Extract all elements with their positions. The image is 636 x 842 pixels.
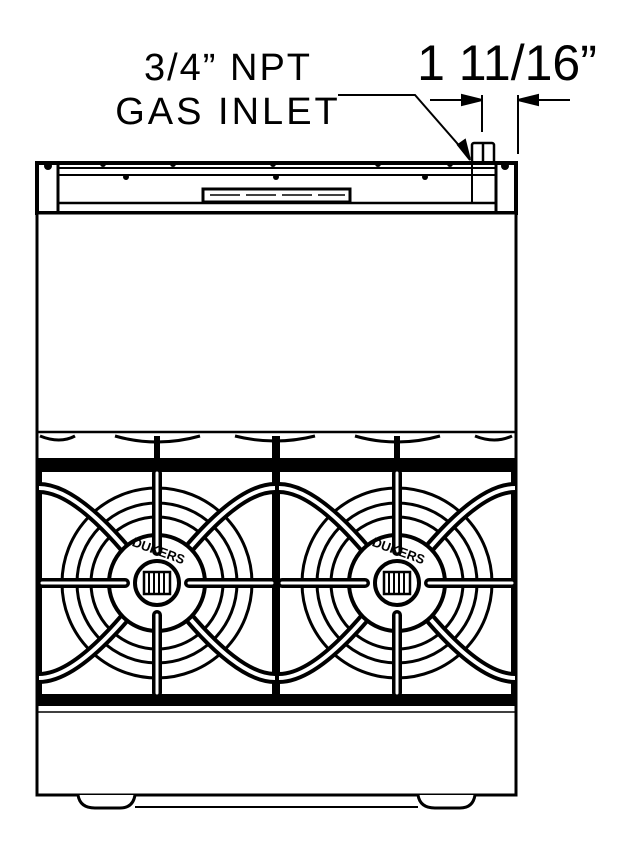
logo-mark (142, 570, 172, 596)
top-flange (35, 161, 518, 215)
grate-curve-highlight (278, 486, 516, 680)
logo-mark (382, 570, 412, 596)
burner-1: DUKERS (37, 468, 277, 698)
rear-burner-hints (39, 434, 513, 458)
dimension-label: 1 11/16” (417, 35, 597, 91)
logo-badge (373, 559, 421, 607)
gas-inlet-label-line1: 3/4” NPT (144, 47, 312, 89)
logo-badge (133, 559, 181, 607)
burner-2: DUKERS (277, 468, 517, 698)
grate-curve-highlight (38, 486, 276, 680)
feet (76, 794, 477, 810)
gas-inlet-leader (338, 94, 471, 161)
gas-inlet-label-line2: GAS INLET (115, 91, 341, 133)
dimension-lines (430, 93, 570, 154)
gas-inlet-fitting (470, 141, 496, 165)
